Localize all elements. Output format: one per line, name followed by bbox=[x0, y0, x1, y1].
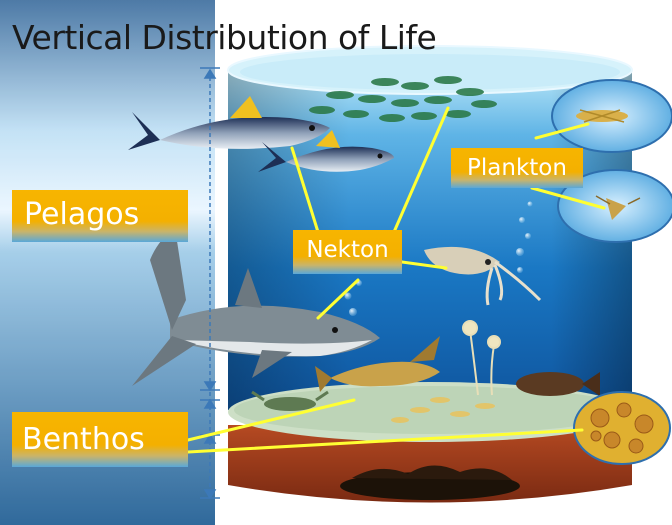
sediment-zoom-circle bbox=[574, 392, 670, 464]
benthos-label: Benthos bbox=[12, 412, 188, 467]
nekton-label: Nekton bbox=[293, 230, 402, 274]
page-title: Vertical Distribution of Life bbox=[12, 18, 436, 57]
pelagos-label: Pelagos bbox=[12, 190, 188, 242]
plankton-zoom-circle bbox=[552, 80, 672, 152]
plankton-label: Plankton bbox=[451, 148, 583, 188]
